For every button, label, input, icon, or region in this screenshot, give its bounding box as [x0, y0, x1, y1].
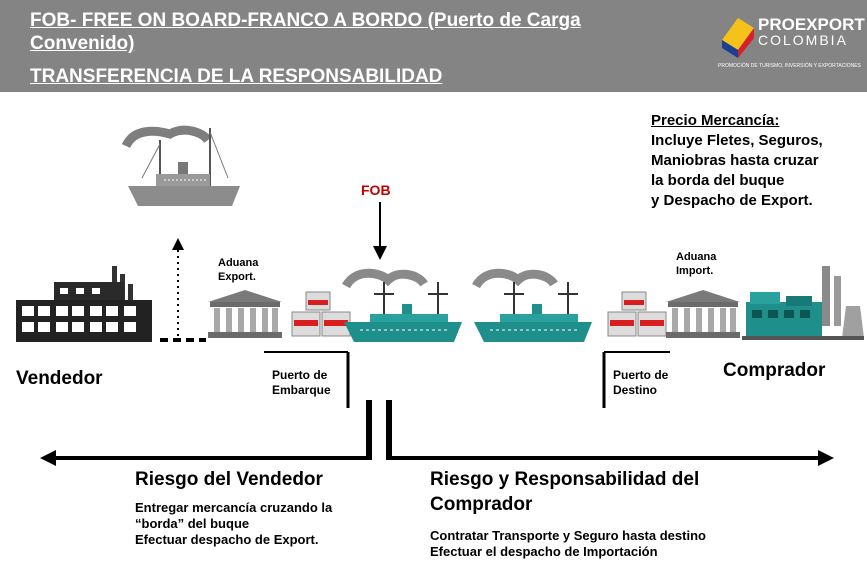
logo-country: COLOMBIA — [758, 32, 848, 48]
customs-building-icon — [666, 290, 740, 338]
puerto-destino-bracket — [602, 351, 670, 408]
buyer-risk-line: Efectuar el despacho de Importación — [430, 544, 658, 559]
steamship-icon — [121, 125, 240, 206]
aduana-import-label: Aduana — [676, 251, 717, 263]
price-line: la borda del buque — [651, 172, 785, 189]
title-line-3: TRANSFERENCIA DE LA RESPONSABILIDAD — [30, 66, 443, 87]
puerto-embarque-label: Puerto de — [272, 368, 328, 382]
logo-name: PROEXPORT — [758, 15, 865, 34]
dotted-arrow-icon — [160, 238, 206, 342]
price-line: y Despacho de Export. — [651, 192, 813, 209]
puerto-destino-label: Puerto de — [613, 368, 669, 382]
cargo-boxes-icon — [291, 291, 351, 337]
industrial-plant-icon — [742, 266, 864, 340]
seller-risk-line: Efectuar despacho de Export. — [135, 532, 319, 547]
logo-flag-icon — [722, 18, 754, 58]
teal-steamship-icon — [342, 268, 462, 342]
price-heading: Precio Mercancía: — [651, 112, 780, 129]
header-bar: FOB- FREE ON BOARD-FRANCO A BORDO (Puert… — [0, 0, 867, 92]
aduana-export-label: Aduana — [218, 257, 259, 269]
buyer-risk-title: Comprador — [430, 494, 533, 515]
buyer-risk-line: Contratar Transporte y Seguro hasta dest… — [430, 528, 706, 543]
vendedor-label: Vendedor — [16, 368, 103, 389]
seller-risk-line: Entregar mercancía cruzando la — [135, 500, 333, 515]
price-line: Maniobras hasta cruzar — [651, 152, 819, 169]
seller-risk-line: “borda” del buque — [135, 516, 250, 531]
risk-transfer-arrows — [40, 400, 834, 466]
proexport-logo: PROEXPORT COLOMBIA PROMOCIÓN DE TURISMO,… — [718, 14, 865, 76]
puerto-embarque-bracket — [264, 351, 350, 408]
title-line-2: Convenido) — [30, 33, 135, 54]
factory-icon — [16, 266, 152, 342]
puerto-embarque-label: Embarque — [272, 383, 331, 397]
title-line-1: FOB- FREE ON BOARD-FRANCO A BORDO (Puert… — [30, 10, 581, 31]
comprador-label: Comprador — [723, 360, 826, 381]
logo-tagline: PROMOCIÓN DE TURISMO, INVERSIÓN Y EXPORT… — [718, 63, 861, 69]
fob-down-arrow-icon — [373, 202, 387, 260]
teal-steamship-icon — [472, 268, 592, 342]
aduana-export-label: Export. — [218, 271, 256, 283]
price-line: Incluye Fletes, Seguros, — [651, 132, 823, 149]
aduana-import-label: Import. — [676, 265, 714, 277]
cargo-boxes-icon — [607, 291, 667, 337]
fob-label: FOB — [361, 182, 391, 198]
buyer-risk-title: Riesgo y Responsabilidad del — [430, 469, 700, 490]
customs-building-icon — [208, 290, 282, 338]
puerto-destino-label: Destino — [613, 383, 658, 397]
seller-risk-title: Riesgo del Vendedor — [135, 469, 323, 490]
